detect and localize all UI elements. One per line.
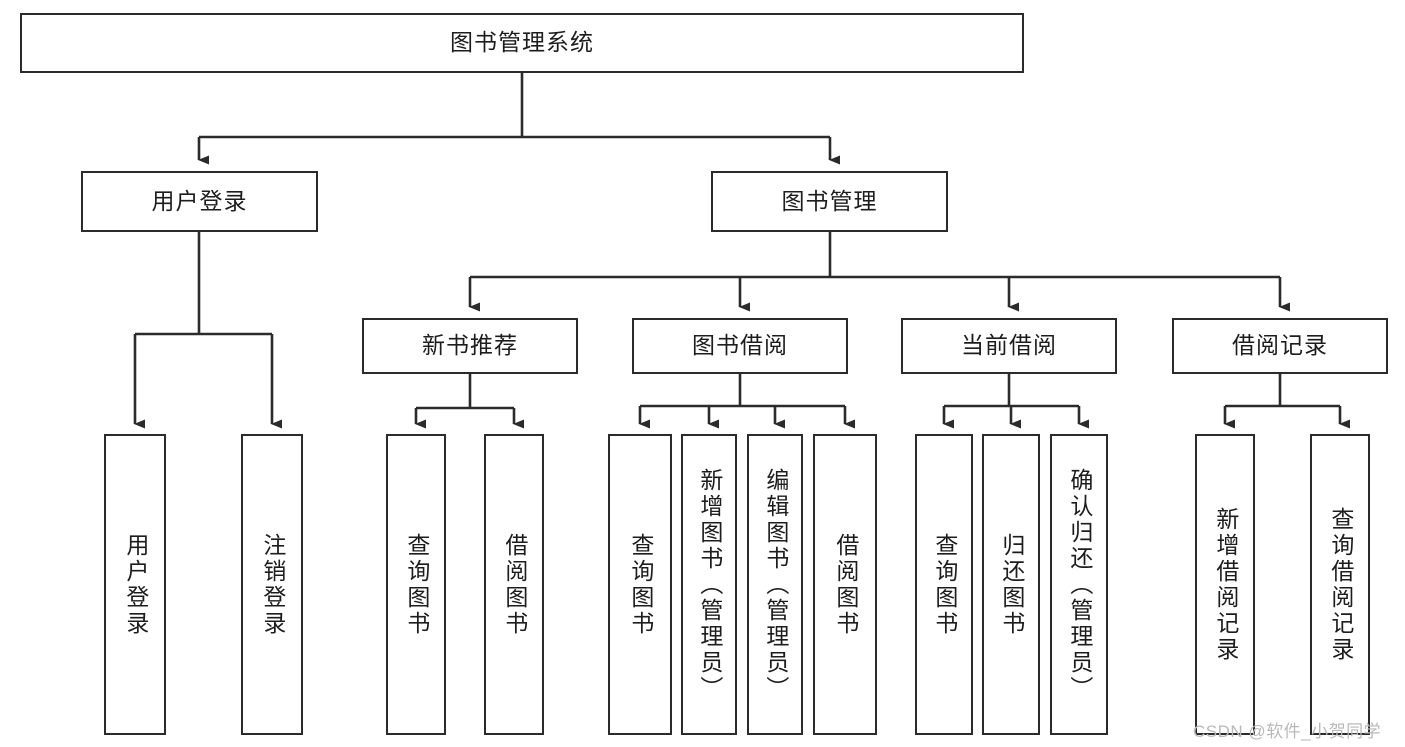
node-label: 查询借阅记录	[1327, 506, 1354, 663]
node-book-borrow[interactable]: 图书借阅	[632, 318, 848, 374]
node-root-book-management-system[interactable]: 图书管理系统	[20, 13, 1024, 73]
node-leaf-borrow-book[interactable]: 借阅图书	[813, 434, 877, 735]
node-label: 当前借阅	[961, 332, 1057, 359]
node-label: 图书管理	[781, 187, 878, 214]
node-label: 确认归还（管理员）	[1066, 467, 1093, 702]
node-leaf-edit-book-admin[interactable]: 编辑图书（管理员）	[747, 434, 803, 735]
node-label: 查询图书	[627, 532, 654, 637]
node-leaf-query-borrow-record[interactable]: 查询借阅记录	[1310, 434, 1370, 735]
node-label: 注销登录	[259, 532, 286, 637]
node-label: 借阅记录	[1232, 332, 1328, 359]
node-leaf-borrow-book-recommend[interactable]: 借阅图书	[484, 434, 544, 735]
node-label: 图书借阅	[692, 332, 788, 359]
node-leaf-add-borrow-record[interactable]: 新增借阅记录	[1195, 434, 1255, 735]
node-leaf-return-book[interactable]: 归还图书	[982, 434, 1040, 735]
node-label: 用户登录	[122, 532, 149, 637]
watermark: CSDN @软件_小贺同学	[1193, 722, 1382, 741]
node-label: 查询图书	[403, 532, 430, 637]
node-label: 新增借阅记录	[1212, 506, 1239, 663]
node-label: 新增图书（管理员）	[696, 467, 723, 702]
node-label: 查询图书	[931, 532, 958, 637]
node-borrow-record[interactable]: 借阅记录	[1172, 318, 1388, 374]
node-leaf-add-book-admin[interactable]: 新增图书（管理员）	[681, 434, 737, 735]
node-label: 归还图书	[998, 532, 1025, 637]
node-book-management[interactable]: 图书管理	[711, 171, 948, 232]
node-label: 用户登录	[151, 187, 248, 214]
node-label: 新书推荐	[422, 332, 518, 359]
node-user-login[interactable]: 用户登录	[81, 171, 318, 232]
node-leaf-query-book-recommend[interactable]: 查询图书	[386, 434, 446, 735]
node-leaf-user-login[interactable]: 用户登录	[104, 434, 166, 735]
node-leaf-logout[interactable]: 注销登录	[241, 434, 303, 735]
node-label: 借阅图书	[501, 532, 528, 637]
node-leaf-query-book-borrow[interactable]: 查询图书	[608, 434, 672, 735]
node-label: 借阅图书	[832, 532, 859, 637]
node-label: 图书管理系统	[450, 29, 594, 56]
node-label: 编辑图书（管理员）	[762, 467, 789, 702]
node-leaf-query-book-current[interactable]: 查询图书	[915, 434, 973, 735]
node-leaf-confirm-return-admin[interactable]: 确认归还（管理员）	[1050, 434, 1108, 735]
node-new-book-recommend[interactable]: 新书推荐	[362, 318, 578, 374]
node-current-borrow[interactable]: 当前借阅	[901, 318, 1117, 374]
